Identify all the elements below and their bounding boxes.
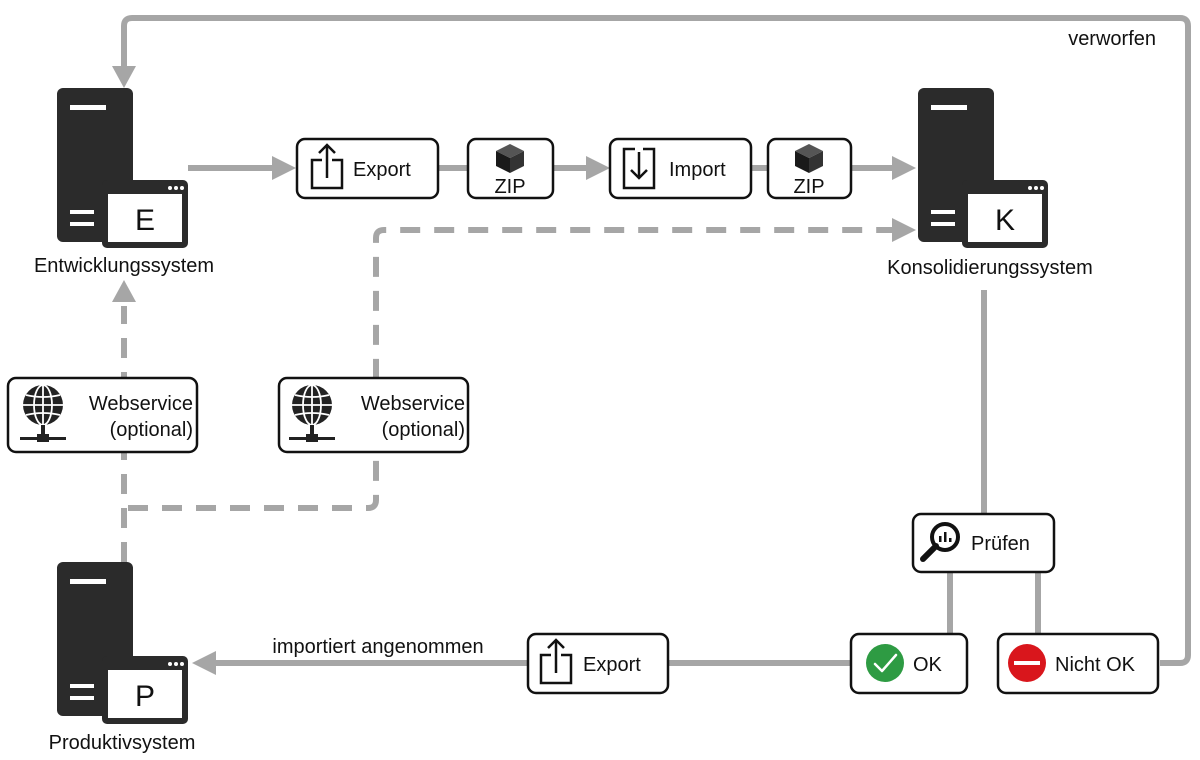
dev-system-label: Entwicklungssystem (34, 255, 214, 277)
import-step[interactable]: Import (608, 137, 753, 200)
globe-network-icon (20, 384, 66, 442)
webservice-left[interactable]: Webservice (optional) (6, 376, 199, 454)
app-window-icon (102, 656, 188, 724)
not-ok-label: Nicht OK (1055, 654, 1136, 676)
rejected-connector (121, 15, 1191, 666)
dev-server[interactable]: E (57, 88, 188, 248)
cons-server[interactable]: K (918, 88, 1048, 248)
check-step[interactable]: Prüfen (911, 512, 1056, 574)
zip-1-label: ZIP (494, 176, 525, 198)
export-bottom-label: Export (583, 654, 641, 676)
webservice-right[interactable]: Webservice (optional) (277, 376, 470, 454)
export-icon (310, 143, 344, 190)
export-step-bottom[interactable]: Export (526, 632, 670, 695)
check-circle-icon (866, 644, 904, 682)
minus-icon (1014, 661, 1040, 665)
export-step-top[interactable]: Export (295, 137, 440, 200)
webservice-left-line1: Webservice (89, 393, 193, 415)
dev-system-letter: E (135, 204, 155, 237)
zip-2-label: ZIP (793, 176, 824, 198)
rejected-arrowhead (112, 66, 136, 88)
prod-system-letter: P (135, 680, 155, 713)
connectors (112, 15, 1191, 675)
package-icon (496, 144, 524, 173)
webservice-right-line1: Webservice (361, 393, 465, 415)
checkmark-icon (873, 653, 898, 673)
magnifier-icon (920, 522, 960, 562)
prod-to-cons-dashed-connector (128, 227, 896, 511)
ok-step[interactable]: OK (849, 632, 969, 695)
prod-server[interactable]: P (57, 562, 188, 724)
ok-label: OK (913, 654, 943, 676)
webservice-left-line2: (optional) (110, 419, 193, 441)
zip-step-1[interactable]: ZIP (466, 137, 555, 200)
app-window-icon (962, 180, 1048, 248)
import-icon (622, 147, 656, 190)
not-ok-step[interactable]: Nicht OK (996, 632, 1160, 695)
package-icon (795, 144, 823, 173)
app-window-icon (102, 180, 188, 248)
rejected-label: verworfen (1068, 28, 1156, 50)
check-label: Prüfen (971, 533, 1030, 555)
zip-to-cons-arrowhead (892, 156, 916, 180)
export-icon (539, 638, 573, 685)
prod-to-cons-arrowhead (892, 218, 916, 242)
cons-system-letter: K (995, 204, 1015, 237)
imported-accepted-label: importiert angenommen (272, 636, 483, 658)
webservice-right-line2: (optional) (382, 419, 465, 441)
globe-network-icon (289, 384, 335, 442)
import-label: Import (669, 159, 726, 181)
export-to-prod-arrowhead (192, 651, 216, 675)
zip-step-2[interactable]: ZIP (766, 137, 853, 200)
prod-to-dev-arrowhead (112, 280, 136, 302)
dev-to-export-arrowhead (272, 156, 296, 180)
prod-system-label: Produktivsystem (49, 732, 196, 754)
cons-system-label: Konsolidierungssystem (887, 257, 1093, 279)
zip-to-import-arrowhead (586, 156, 610, 180)
export-top-label: Export (353, 159, 411, 181)
